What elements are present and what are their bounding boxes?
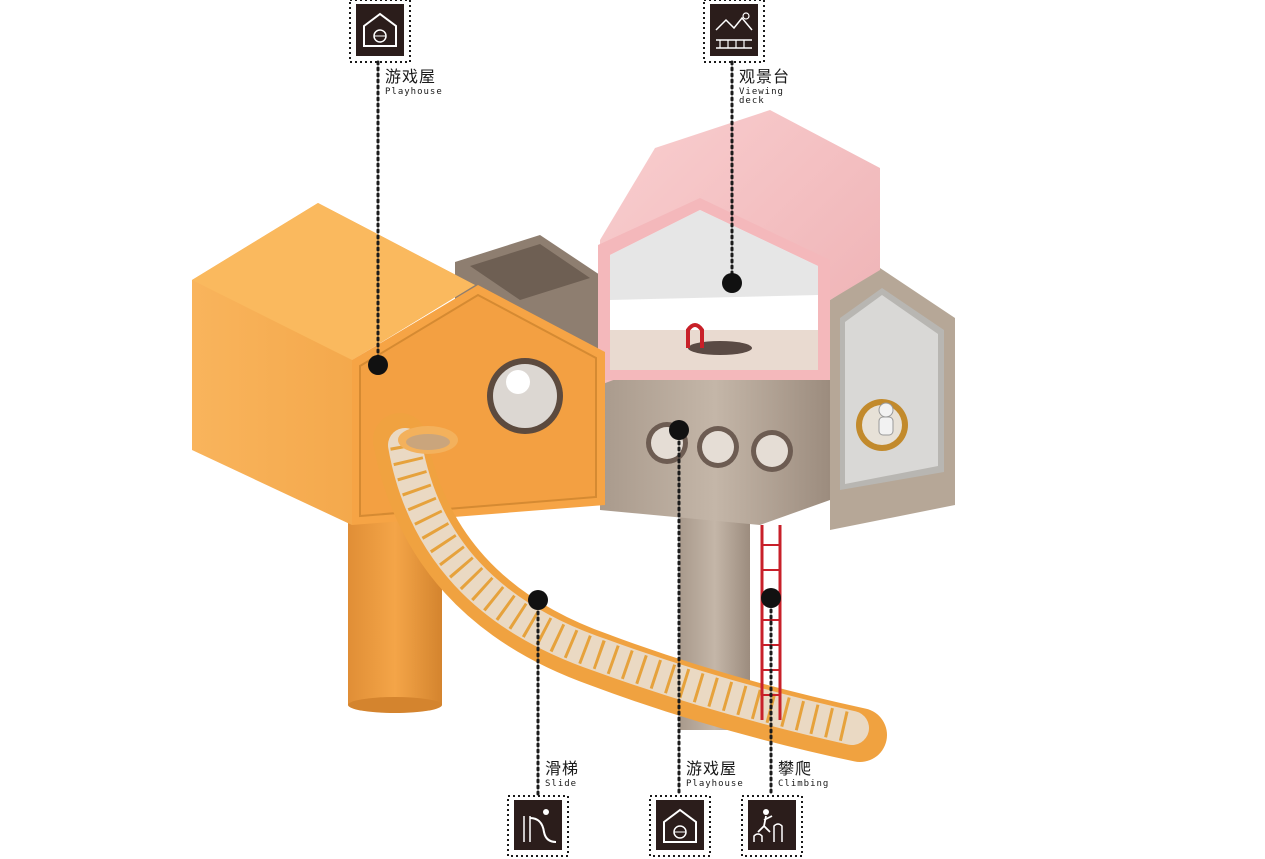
callout-playhouse-top: 游戏屋 Playhouse [385, 68, 443, 97]
callout-en-label: Viewing deck [739, 86, 784, 107]
slide-icon [507, 795, 569, 857]
callout-en-label: Climbing [778, 778, 830, 789]
callout-playhouse-bottom: 游戏屋 Playhouse [686, 760, 744, 789]
callout-dot-climbing [761, 588, 781, 608]
callout-viewing-deck: 观景台 Viewing deck [739, 68, 791, 107]
pink-viewing-deck [598, 110, 880, 385]
landscape-deck-icon [703, 0, 765, 63]
callout-slide: 滑梯 Slide [545, 760, 579, 789]
callout-zh-label: 游戏屋 [385, 67, 437, 86]
house-ball-icon [349, 0, 411, 63]
house-ball-icon [649, 795, 711, 857]
callout-zh-label: 游戏屋 [686, 759, 738, 778]
callout-en-label: Playhouse [686, 778, 744, 789]
callout-climbing: 攀爬 Climbing [778, 760, 829, 789]
climbing-ladder [760, 525, 782, 720]
tube-slide [373, 413, 887, 762]
callout-zh-label: 滑梯 [545, 759, 580, 778]
climbing-icon [741, 795, 803, 857]
callout-dot-viewing-deck [722, 273, 742, 293]
callout-dot-playhouse-top [368, 355, 388, 375]
callout-zh-label: 观景台 [739, 67, 791, 86]
callout-en-label: Playhouse [385, 86, 443, 97]
callout-en-label: Slide [545, 778, 578, 789]
callout-dot-slide [528, 590, 548, 610]
callout-dot-playhouse-bottom [669, 420, 689, 440]
callout-zh-label: 攀爬 [778, 759, 813, 778]
wood-main-house [600, 268, 955, 530]
